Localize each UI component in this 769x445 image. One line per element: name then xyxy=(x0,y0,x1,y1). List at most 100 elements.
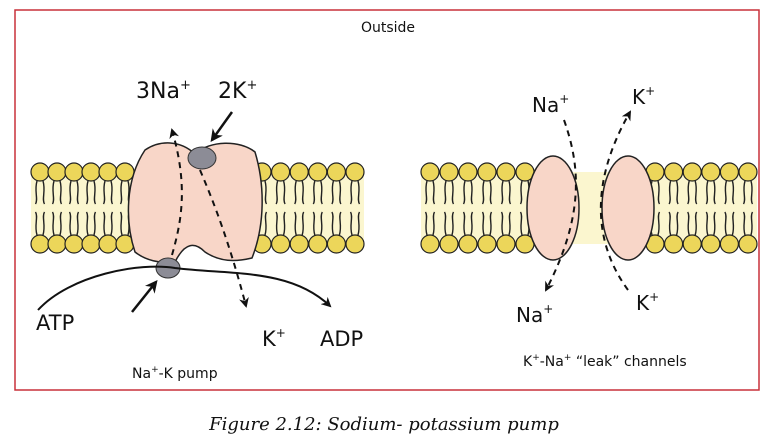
lipid-head xyxy=(477,162,497,182)
lipid-tail xyxy=(349,211,353,236)
bilayer-core xyxy=(421,172,534,244)
lipid-head xyxy=(477,234,497,254)
sodium-outside-label: Na+ xyxy=(532,92,569,117)
leak-channels: Na+ K+ Na+ K+ K+-Na+ “leak” channels xyxy=(516,84,687,370)
lipid-tail xyxy=(508,211,512,236)
lipid-tail xyxy=(489,180,493,205)
lipid-tail xyxy=(731,180,735,205)
lipid-tail xyxy=(338,180,342,205)
lipid-tail xyxy=(264,211,268,236)
potassium-in-arrow xyxy=(199,169,249,308)
lipid-tail xyxy=(85,211,89,236)
lipid-tail xyxy=(508,180,512,205)
lipid-tail xyxy=(742,180,746,205)
figure-frame xyxy=(14,9,760,391)
lipid-tail xyxy=(687,211,690,236)
lipid-head xyxy=(326,234,346,254)
lipid-tail xyxy=(42,211,46,236)
bilayer-core xyxy=(253,172,364,244)
lipid-head xyxy=(701,234,721,254)
lipid-tail xyxy=(320,180,323,205)
lipid-tail xyxy=(705,211,709,236)
lipid-head xyxy=(81,234,101,254)
lipid-tail xyxy=(34,211,38,236)
lipid-head xyxy=(496,162,516,182)
lipid-tail xyxy=(750,180,754,205)
atp-label: ATP xyxy=(36,311,74,335)
lipid-tail xyxy=(724,180,728,205)
lipid-tail xyxy=(519,180,523,205)
lipid-tail xyxy=(338,211,342,236)
lipid-head xyxy=(682,162,702,182)
lipid-tail xyxy=(462,180,466,205)
outside-label: Outside xyxy=(361,20,415,36)
lipid-head xyxy=(458,162,478,182)
lipid-head xyxy=(289,162,309,182)
sodium-leak-arrow xyxy=(545,119,577,292)
lipid-tail xyxy=(282,180,286,205)
potassium-binding-site xyxy=(187,146,217,170)
lipid-head xyxy=(271,162,291,182)
lipid-tail xyxy=(500,211,504,236)
atp-to-adp-arrow xyxy=(37,265,332,311)
lipid-tail xyxy=(451,211,455,236)
lipid-head xyxy=(663,234,684,254)
lipid-head xyxy=(30,162,50,182)
lipid-tail xyxy=(519,211,523,236)
lipid-tail xyxy=(34,180,38,205)
lipid-tail xyxy=(59,180,63,205)
lipid-head xyxy=(64,234,84,254)
figure-caption: Figure 2.12: Sodium- potassium pump xyxy=(208,414,559,435)
lipid-head xyxy=(30,234,50,254)
potassium-enter-arrow xyxy=(210,111,234,143)
potassium-inside-label: K+ xyxy=(262,326,286,351)
lipid-tail xyxy=(675,180,679,205)
lipid-head xyxy=(345,234,365,254)
lipid-head xyxy=(345,162,365,182)
adp-label: ADP xyxy=(320,327,363,351)
lipid-tail xyxy=(742,211,746,236)
lipid-tail xyxy=(675,211,679,236)
sodium-leak-channel xyxy=(526,155,580,261)
bilayer-core xyxy=(31,172,134,244)
lipid-head xyxy=(271,234,291,254)
lipid-head xyxy=(81,162,101,182)
lipid-head xyxy=(439,234,459,254)
lipid-tail xyxy=(432,211,436,236)
lipid-tail xyxy=(668,180,672,205)
lipid-tail xyxy=(275,180,279,205)
lipid-tail xyxy=(119,211,123,236)
lipid-tail xyxy=(713,180,716,205)
lipid-tail xyxy=(68,180,72,205)
sodium-inside-label: Na+ xyxy=(516,302,553,327)
sodium-out-arrow xyxy=(169,128,183,256)
lipid-tail xyxy=(724,211,728,236)
lipid-tail xyxy=(731,211,735,236)
lipid-tail xyxy=(93,180,97,205)
lipid-tail xyxy=(694,211,698,236)
lipid-tail xyxy=(301,180,305,205)
lipid-tail xyxy=(76,180,80,205)
lipid-tail xyxy=(294,180,297,205)
lipid-tail xyxy=(282,211,286,236)
lipid-tail xyxy=(301,211,305,236)
lipid-tail xyxy=(102,211,106,236)
potassium-outside-label: K+ xyxy=(632,84,655,109)
lipid-tail xyxy=(357,211,361,236)
lipid-tail xyxy=(294,211,297,236)
lipid-tail xyxy=(713,211,716,236)
lipid-tail xyxy=(264,180,268,205)
lipid-tail xyxy=(110,211,114,236)
lipid-tail xyxy=(481,211,485,236)
potassium-in-label: 2K+ xyxy=(218,78,257,104)
lipid-tail xyxy=(481,180,485,205)
lipid-tail xyxy=(443,211,447,236)
lipid-tail xyxy=(85,180,89,205)
lipid-head xyxy=(289,234,309,254)
lipid-tail xyxy=(59,211,63,236)
lipid-head xyxy=(701,162,721,182)
sodium-out-label: 3Na+ xyxy=(136,78,191,104)
lipid-tail xyxy=(76,211,80,236)
lipid-tail xyxy=(320,211,323,236)
